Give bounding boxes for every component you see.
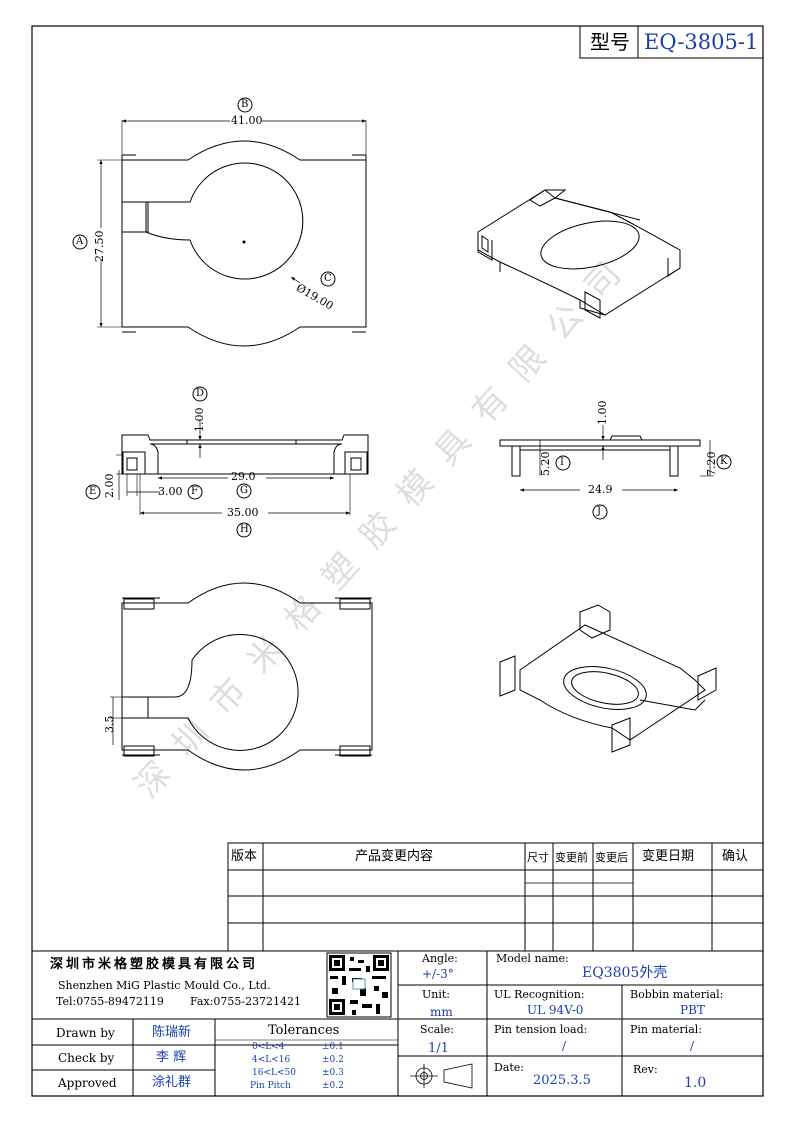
rev-header-version: 版本	[231, 849, 258, 864]
projection-symbol	[410, 1063, 473, 1089]
dim-a-label: A	[76, 236, 84, 247]
company-fax: Fax:0755-23721421	[190, 995, 302, 1008]
title-block	[32, 950, 763, 1096]
check-by-label: Check by	[58, 1051, 115, 1065]
rev-header-size: 尺寸	[527, 851, 549, 864]
ul-value: UL 94V-0	[527, 1003, 584, 1017]
side-view	[499, 425, 732, 520]
rev-value: 1.0	[684, 1075, 707, 1091]
company-name-cn: 深圳市米格塑胶模具有限公司	[50, 957, 259, 972]
angle-value: +/-3°	[422, 967, 454, 981]
ul-label: UL Recognition:	[494, 988, 585, 1001]
dim-a-value: 27.50	[93, 230, 106, 263]
scale-value: 1/1	[428, 1041, 449, 1056]
unit-label: Unit:	[422, 988, 450, 1001]
tol-range-0: 0<L<4	[252, 1042, 285, 1052]
company-tel: Tel:0755-89472119	[56, 995, 164, 1008]
company-name-en: Shenzhen MiG Plastic Mould Co., Ltd.	[58, 979, 271, 992]
dim-bottom-value: 3.5	[103, 715, 116, 734]
scale-label: Scale:	[420, 1023, 454, 1036]
model-label: 型号	[590, 30, 630, 54]
watermark-group: 深圳市米格塑胶模具有限公司	[127, 238, 644, 806]
dim-c-label: C	[324, 273, 332, 284]
angle-label: Angle:	[422, 952, 458, 965]
model-name-label: Model name:	[496, 952, 569, 965]
rev-label: Rev:	[633, 1063, 658, 1076]
approved-label: Approved	[58, 1076, 117, 1090]
dim-i-value: 5.20	[539, 451, 552, 477]
tol-range-2: 16<L<50	[252, 1068, 296, 1078]
watermark-text: 深圳市米格塑胶模具有限公司	[127, 238, 644, 806]
dim-h-value: 35.00	[227, 506, 259, 519]
dim-j-label: J	[597, 506, 602, 517]
tol-value-0: ±0.1	[322, 1042, 344, 1052]
model-name-value: EQ3805外壳	[582, 965, 668, 981]
rev-header-before: 变更前	[555, 851, 588, 864]
dim-e-label: E	[89, 486, 97, 497]
model-code-box	[579, 25, 764, 59]
dim-g-label: G	[240, 485, 248, 496]
tol-range-1: 4<L<16	[252, 1055, 291, 1065]
dim-side-top-value: 1.00	[596, 400, 609, 426]
dim-b-label: B	[241, 99, 249, 110]
dim-k-value: 7.20	[705, 451, 718, 477]
tol-value-1: ±0.2	[322, 1055, 344, 1065]
rev-header-content: 产品变更内容	[355, 849, 434, 864]
dim-e-value: 2.00	[103, 473, 116, 499]
rev-header-confirm: 确认	[722, 849, 749, 864]
tol-value-3: ±0.2	[322, 1081, 344, 1091]
pin-tension-label: Pin tension load:	[494, 1023, 588, 1036]
dim-b-value: 41.00	[231, 114, 263, 127]
dim-j-value: 24.9	[588, 483, 613, 496]
pin-tension-value: /	[562, 1039, 567, 1053]
rev-header-after: 变更后	[595, 851, 628, 864]
dim-f-value: 3.00	[158, 485, 183, 498]
qr-code	[326, 952, 392, 1018]
pin-material-value: /	[690, 1039, 695, 1053]
dim-g-value: 29.0	[231, 470, 256, 483]
model-code: EQ-3805-1	[644, 30, 759, 54]
dim-f-label: F	[191, 486, 198, 497]
bottom-view	[110, 582, 373, 771]
bobbin-label: Bobbin material:	[630, 988, 724, 1001]
drawn-by-label: Drawn by	[56, 1026, 115, 1040]
sheet-border	[31, 25, 764, 1097]
iso-view-top	[477, 189, 681, 319]
top-view	[72, 97, 367, 347]
dim-d-label: D	[196, 388, 205, 399]
dim-h-label: H	[240, 524, 249, 535]
front-view	[85, 386, 369, 538]
dim-i-label: I	[560, 457, 564, 468]
dim-d-value: 1.00	[193, 407, 206, 433]
tol-range-3: Pin Pitch	[250, 1081, 291, 1091]
date-value: 2025.3.5	[533, 1073, 591, 1088]
check-by-name: 李 辉	[156, 1050, 187, 1065]
iso-view-bottom	[499, 604, 717, 753]
pin-material-label: Pin material:	[630, 1023, 702, 1036]
tolerances-title: Tolerances	[268, 1023, 340, 1038]
drawn-by-name: 陈瑞新	[152, 1025, 192, 1040]
tol-value-2: ±0.3	[322, 1068, 344, 1078]
dim-k-label: K	[720, 456, 728, 467]
rev-header-date: 变更日期	[642, 849, 695, 864]
date-label: Date:	[494, 1061, 525, 1074]
bobbin-value: PBT	[680, 1003, 705, 1017]
revision-table	[227, 842, 764, 952]
approved-name: 涂礼群	[152, 1075, 192, 1090]
unit-value: mm	[430, 1005, 453, 1019]
